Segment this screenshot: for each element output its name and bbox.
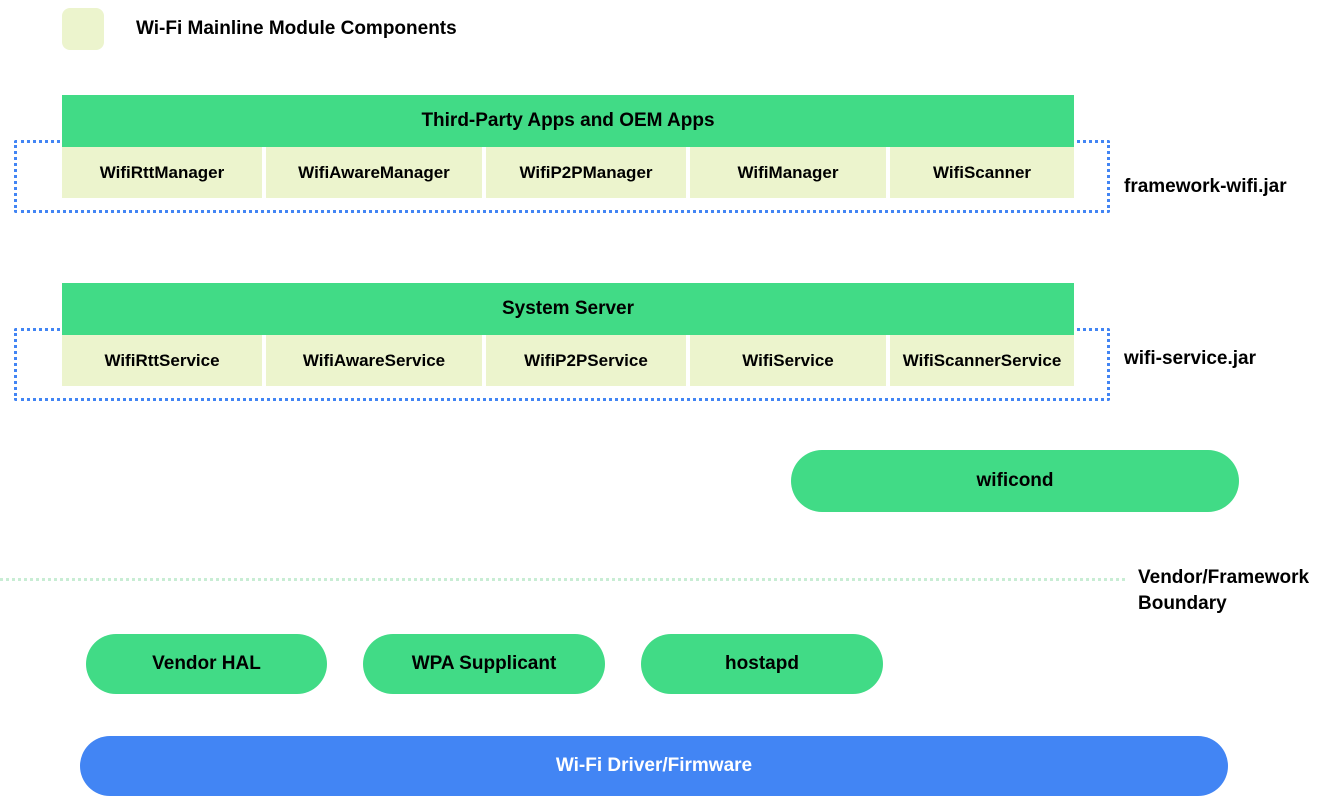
legend-label: Wi-Fi Mainline Module Components bbox=[136, 18, 457, 39]
hostapd-label: hostapd bbox=[725, 653, 799, 674]
component-label: WifiP2PService bbox=[524, 350, 648, 370]
component-wifip2pmanager[interactable]: WifiP2PManager bbox=[486, 147, 686, 198]
wifi-driver-firmware-label: Wi-Fi Driver/Firmware bbox=[555, 755, 753, 776]
component-wifiscanner[interactable]: WifiScanner bbox=[890, 147, 1074, 198]
service-component-row: WifiRttService WifiAwareService WifiP2PS… bbox=[62, 335, 1074, 386]
component-label: WifiP2PManager bbox=[519, 162, 653, 182]
component-label: WifiScanner bbox=[932, 162, 1032, 182]
system-server-header-label: System Server bbox=[501, 298, 635, 319]
component-label: WifiRttService bbox=[104, 350, 220, 370]
wifi-service-jar-label: wifi-service.jar bbox=[1124, 348, 1257, 369]
legend: Wi-Fi Mainline Module Components bbox=[62, 8, 457, 50]
legend-swatch-icon bbox=[62, 8, 104, 50]
component-wifiawareservice[interactable]: WifiAwareService bbox=[266, 335, 482, 386]
component-wifiscannerservice[interactable]: WifiScannerService bbox=[890, 335, 1074, 386]
vendor-hal-label: Vendor HAL bbox=[152, 653, 261, 674]
hostapd-node[interactable]: hostapd bbox=[641, 634, 883, 694]
framework-wifi-jar-label: framework-wifi.jar bbox=[1124, 176, 1287, 197]
component-label: WifiService bbox=[742, 350, 834, 370]
component-wifiservice[interactable]: WifiService bbox=[690, 335, 886, 386]
vendor-hal-node[interactable]: Vendor HAL bbox=[86, 634, 327, 694]
component-wifiawaremanager[interactable]: WifiAwareManager bbox=[266, 147, 482, 198]
component-label: WifiAwareService bbox=[302, 350, 446, 370]
component-label: WifiScannerService bbox=[902, 350, 1062, 370]
third-party-apps-header-label: Third-Party Apps and OEM Apps bbox=[421, 110, 715, 131]
vendor-framework-boundary-line bbox=[0, 578, 1125, 581]
third-party-apps-header: Third-Party Apps and OEM Apps bbox=[62, 95, 1074, 147]
framework-component-row: WifiRttManager WifiAwareManager WifiP2PM… bbox=[62, 147, 1074, 198]
component-wifirttmanager[interactable]: WifiRttManager bbox=[62, 147, 262, 198]
component-label: WifiManager bbox=[737, 162, 839, 182]
component-wifirttservice[interactable]: WifiRttService bbox=[62, 335, 262, 386]
wificond-label: wificond bbox=[976, 470, 1054, 491]
system-server-header: System Server bbox=[62, 283, 1074, 335]
component-label: WifiRttManager bbox=[99, 162, 225, 182]
component-wifimanager[interactable]: WifiManager bbox=[690, 147, 886, 198]
wificond-node[interactable]: wificond bbox=[791, 450, 1239, 512]
component-wifip2pservice[interactable]: WifiP2PService bbox=[486, 335, 686, 386]
component-label: WifiAwareManager bbox=[298, 162, 450, 182]
vendor-framework-boundary-label: Vendor/Framework Boundary bbox=[1138, 567, 1310, 614]
wifi-driver-firmware-node[interactable]: Wi-Fi Driver/Firmware bbox=[80, 736, 1228, 796]
wpa-supplicant-node[interactable]: WPA Supplicant bbox=[363, 634, 605, 694]
wpa-supplicant-label: WPA Supplicant bbox=[411, 653, 557, 674]
